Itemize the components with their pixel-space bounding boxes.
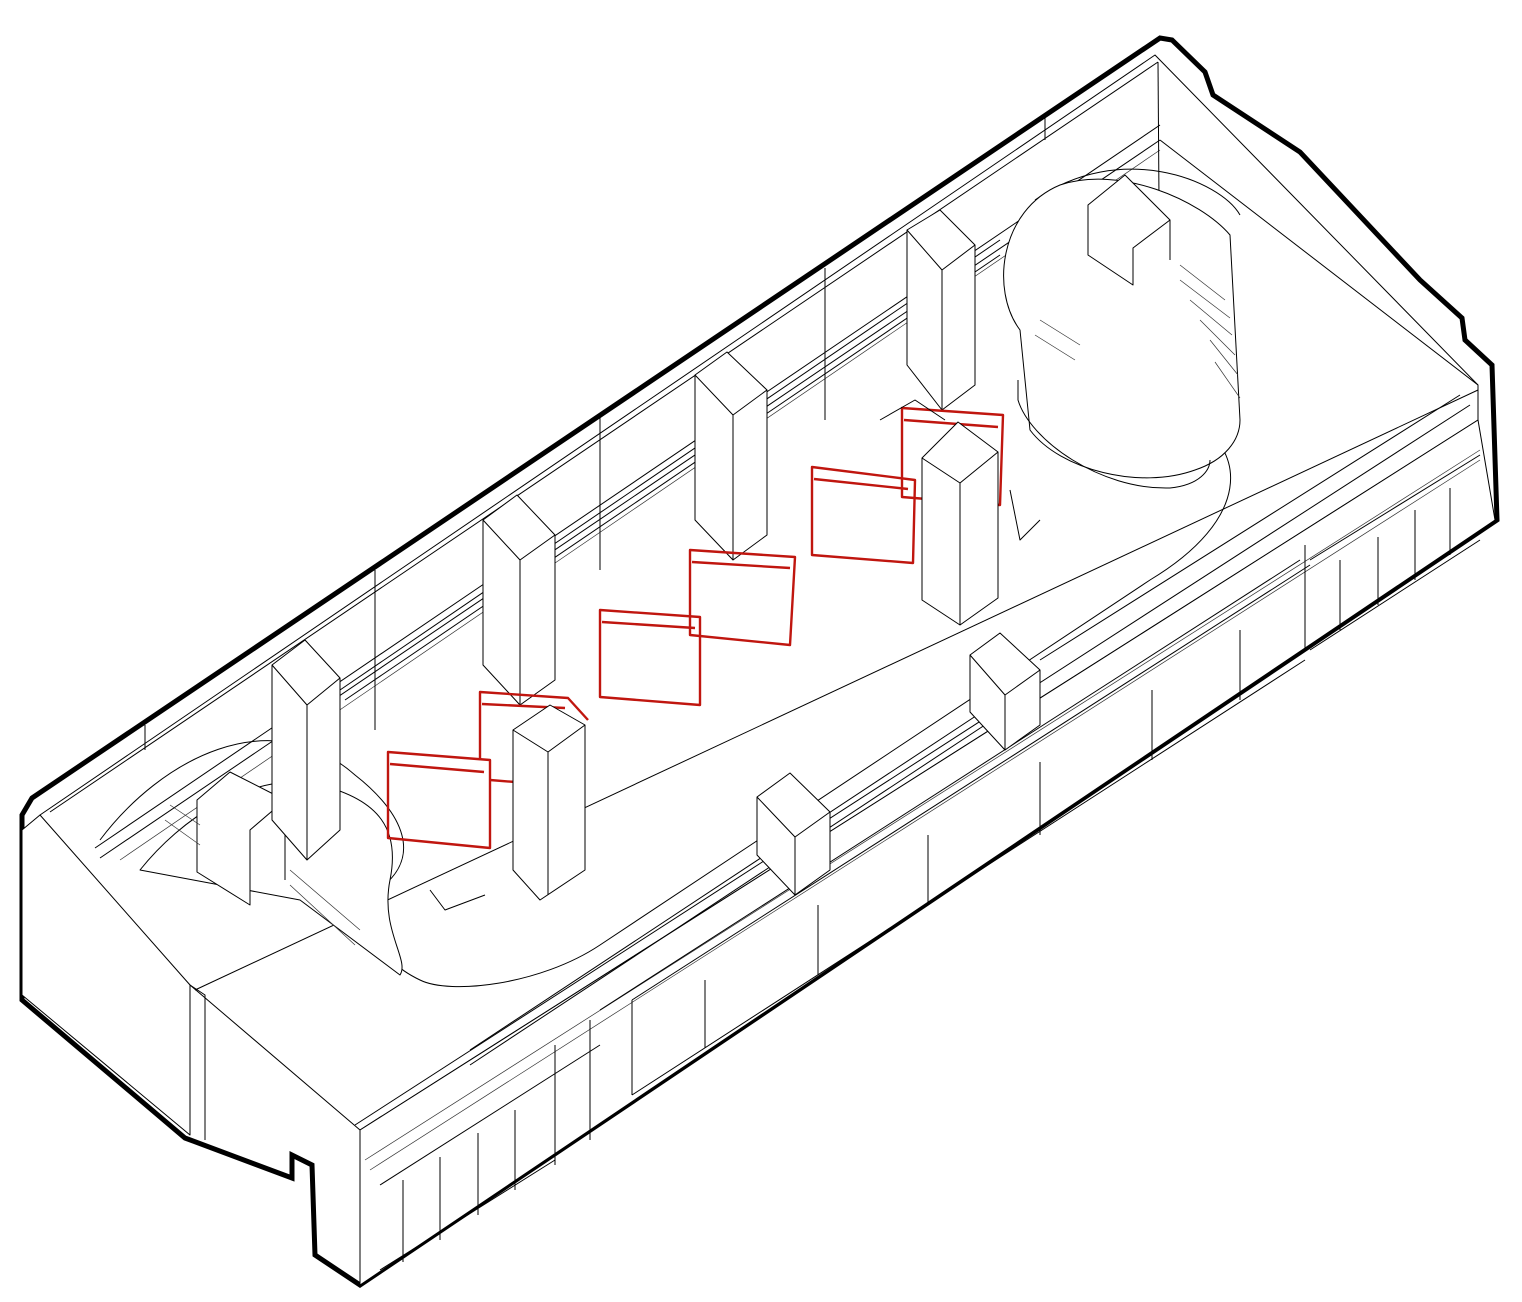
door-left [429,889,486,911]
pedestal-2 [969,632,1041,751]
display-panel-6 [900,406,1005,507]
display-panel-1 [386,750,492,850]
column-2 [482,494,556,706]
left-end-wall-edge [189,984,206,1140]
door-right [1009,489,1041,541]
circulation-curve [384,416,1231,988]
display-panel-5 [810,465,917,565]
column-3 [694,351,768,561]
display-panel-3 [598,608,702,707]
column-6 [921,421,999,626]
door-back [879,399,946,421]
stair-treads [1034,264,1241,399]
column-1 [271,639,341,861]
front-railing [194,389,1479,1126]
column-5 [512,704,586,901]
display-panel-4 [688,548,797,647]
column-4 [906,209,976,411]
window-mullions [402,488,1451,1262]
right-staircase [1003,174,1241,489]
pedestal-1 [756,772,831,896]
left-end-wall [21,814,191,1136]
right-curve-rail [1034,168,1241,216]
